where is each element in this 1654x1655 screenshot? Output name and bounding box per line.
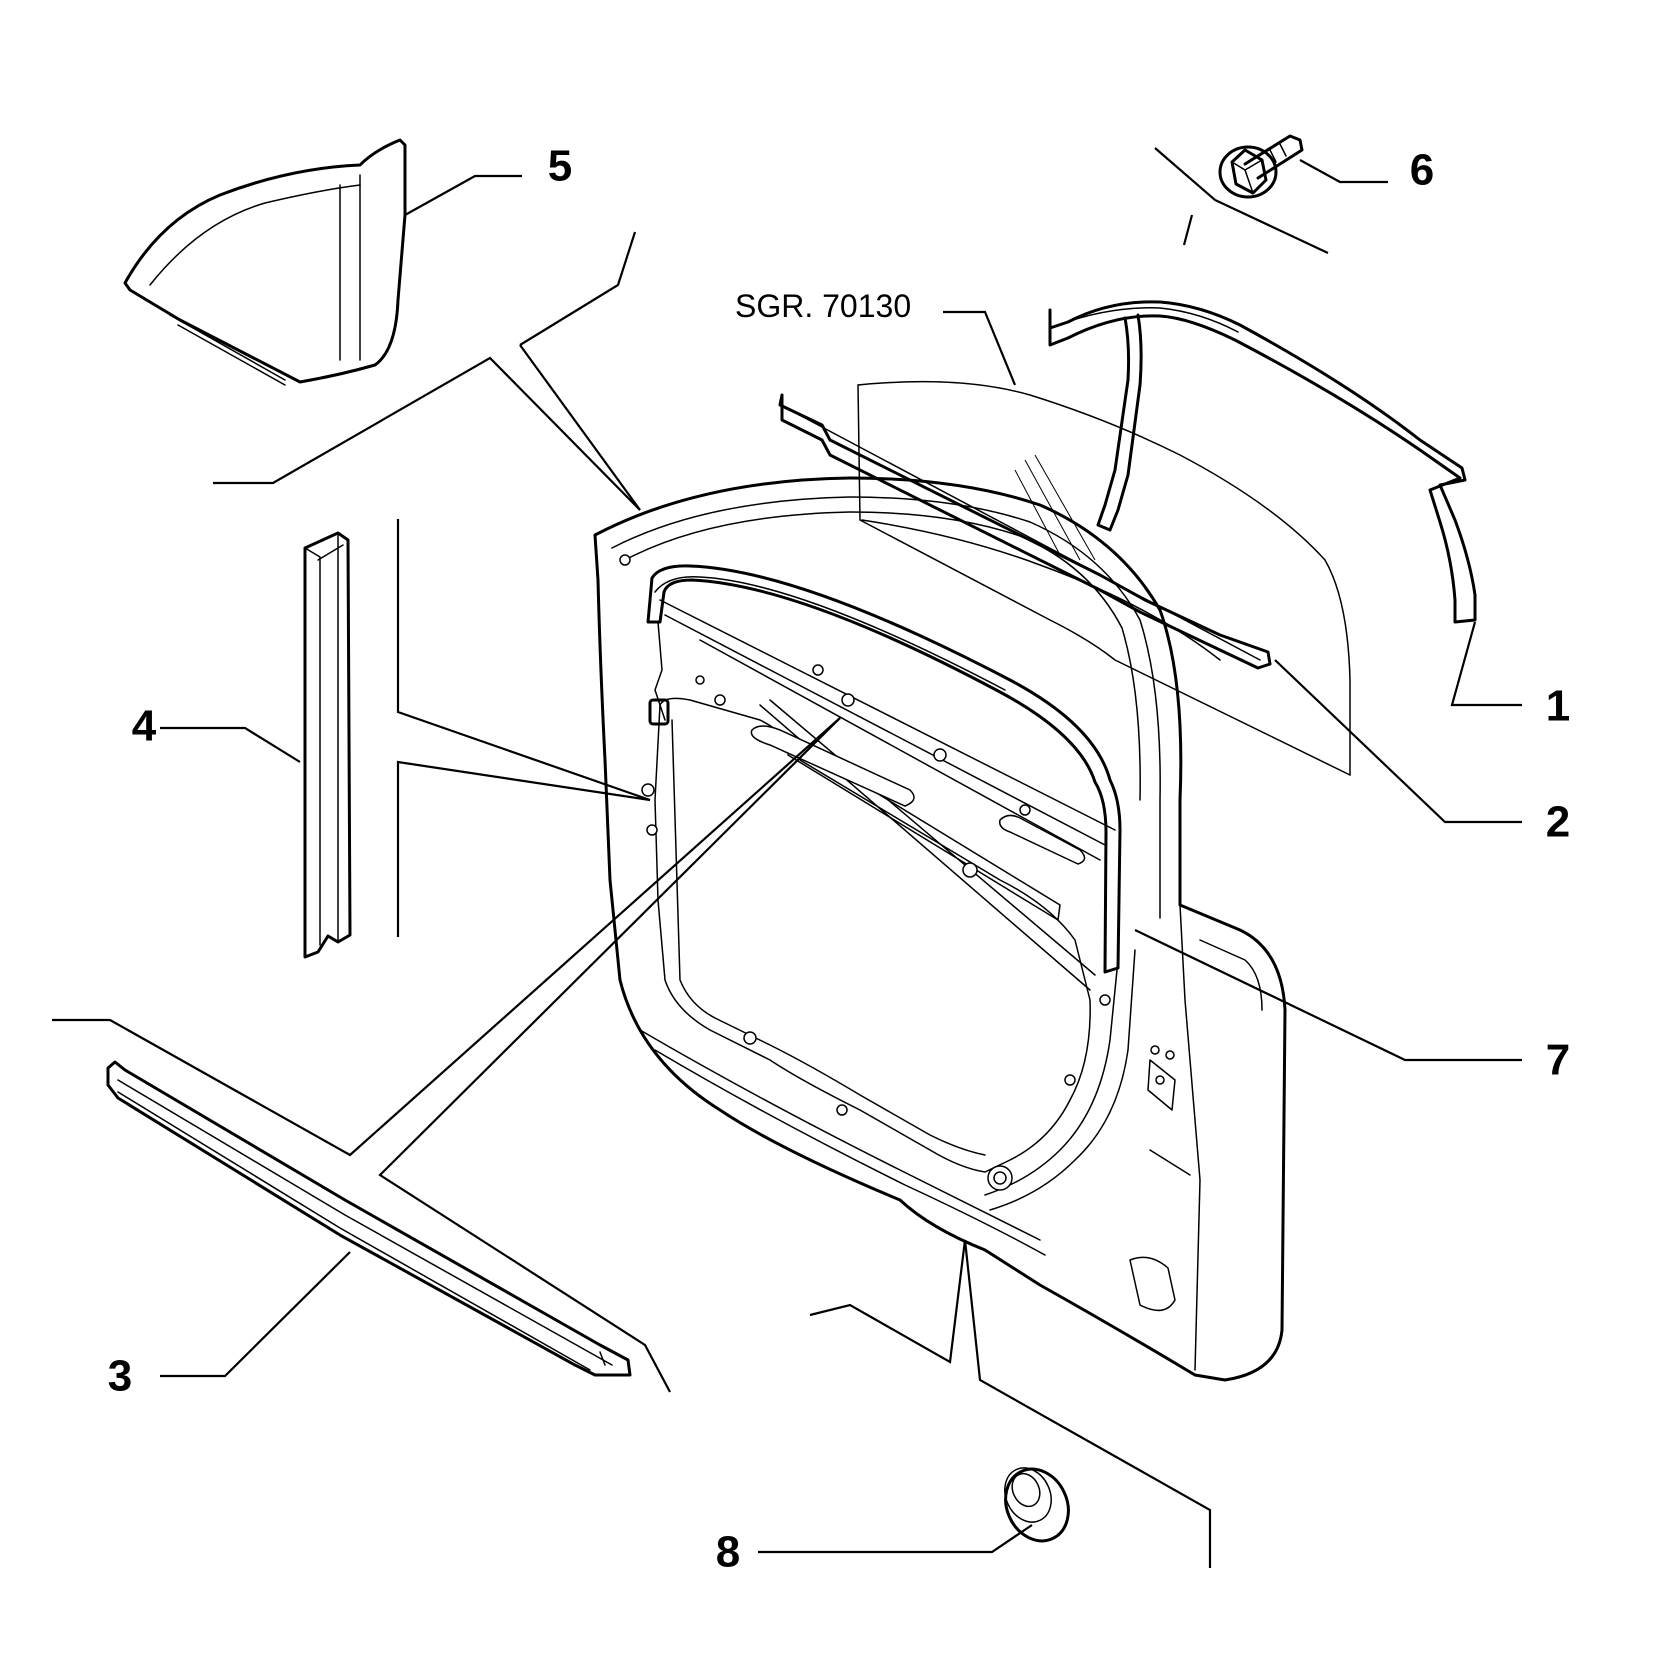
leader-4	[160, 726, 301, 763]
leader-2	[1274, 659, 1522, 824]
leader-7	[1134, 929, 1522, 1062]
leader-6	[1299, 159, 1388, 184]
callout-3: 3	[108, 1352, 132, 1401]
part-3-sill-strip	[106, 1060, 632, 1377]
part-8-plug	[1004, 1467, 1070, 1543]
callout-7: 7	[1546, 1036, 1570, 1085]
part-5-corner-trim	[123, 138, 407, 386]
part-2-belt-molding	[778, 393, 1272, 670]
callout-5: 5	[548, 142, 572, 191]
leader-3	[160, 1251, 351, 1378]
callout-2: 2	[1546, 798, 1570, 847]
callout-1: 1	[1546, 682, 1570, 731]
callout-4: 4	[132, 702, 157, 751]
part-6-bolt	[1218, 134, 1304, 199]
reference-label: SGR. 70130	[735, 288, 911, 324]
callout-8: 8	[716, 1528, 740, 1577]
part-7-frame-seal	[646, 564, 1122, 974]
part-1-upper-trim	[1048, 300, 1477, 624]
leader-8	[758, 1524, 1033, 1554]
part-4-vertical-channel	[303, 531, 352, 959]
callout-leaders	[160, 159, 1522, 1554]
group-brackets	[52, 147, 1329, 1568]
leader-ref	[943, 310, 1017, 386]
door-shell	[593, 476, 1287, 1382]
callout-6: 6	[1410, 146, 1434, 195]
leader-1	[1450, 621, 1522, 707]
leader-5	[404, 174, 522, 216]
